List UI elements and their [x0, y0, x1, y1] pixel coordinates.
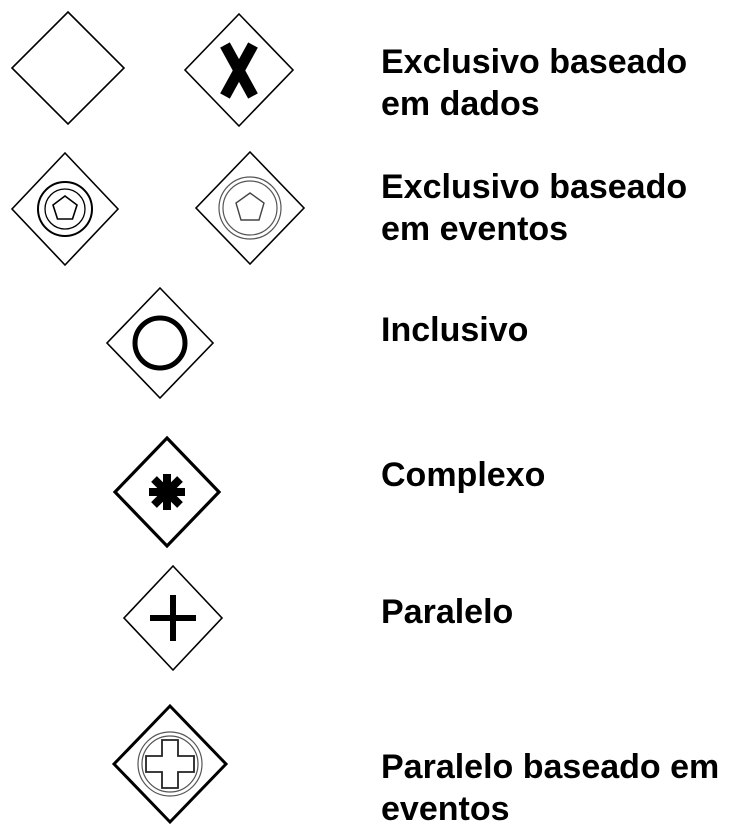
- complex-asterisk-diamond-icon: [112, 435, 222, 549]
- label-parallel: Paralelo: [381, 593, 514, 631]
- label-event-parallel: Paralelo baseado em eventos: [381, 748, 720, 828]
- label-inclusive: Inclusivo: [381, 311, 529, 349]
- plain-diamond-icon: [10, 10, 126, 126]
- label-data-exclusive: Exclusivo baseado em dados: [381, 43, 688, 123]
- inclusive-circle-diamond-icon: [105, 286, 215, 400]
- exclusive-x-diamond-icon: [183, 12, 295, 128]
- label-complex: Complexo: [381, 456, 546, 494]
- parallel-event-plus-diamond-icon: [111, 703, 229, 825]
- label-event-exclusive: Exclusivo baseado em eventos: [381, 168, 688, 248]
- event-pentagon-diamond-icon: [10, 151, 120, 267]
- parallel-plus-diamond-icon: [122, 564, 224, 672]
- event-pentagon-diamond-icon: [194, 150, 306, 266]
